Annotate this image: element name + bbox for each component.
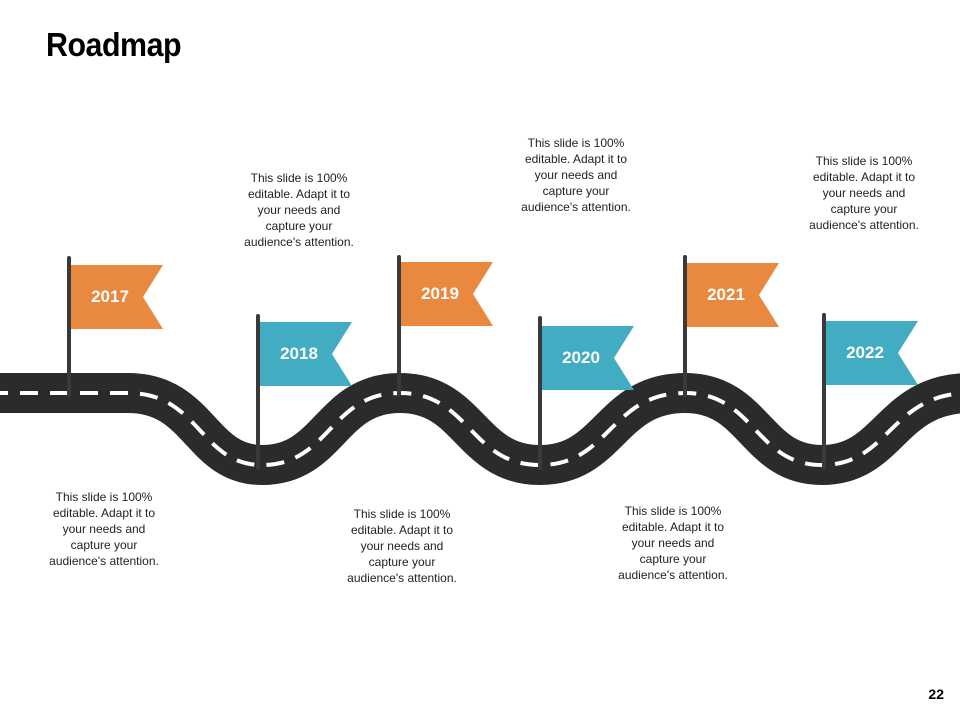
milestone-note-2019: This slide is 100% editable. Adapt it to y… — [327, 506, 477, 586]
note-line: audience's attention. — [618, 568, 728, 582]
milestone-year-2022: 2022 — [846, 343, 884, 362]
flag-banner — [542, 326, 634, 390]
flag-banner — [826, 321, 918, 385]
milestone-note-2022: This slide is 100% editable. Adapt it to y… — [789, 153, 939, 233]
note-line: This slide is 100% — [624, 504, 722, 518]
note-line: capture your — [830, 202, 898, 216]
flag-banner — [71, 265, 163, 329]
note-line: This slide is 100% — [250, 171, 348, 185]
page-title: Roadmap — [46, 26, 182, 63]
note-line: This slide is 100% — [815, 154, 913, 168]
note-line: capture your — [265, 219, 333, 233]
flag-banner — [687, 263, 779, 327]
note-line: audience's attention. — [347, 571, 457, 585]
note-line: This slide is 100% — [353, 507, 451, 521]
note-line: your needs and — [534, 168, 618, 182]
note-line: capture your — [542, 184, 610, 198]
note-line: capture your — [639, 552, 707, 566]
note-line: audience's attention. — [521, 200, 631, 214]
road — [0, 373, 960, 485]
note-line: your needs and — [631, 536, 715, 550]
note-line: audience's attention. — [49, 554, 159, 568]
note-line: audience's attention. — [244, 235, 354, 249]
note-line: audience's attention. — [809, 218, 919, 232]
note-line: capture your — [70, 538, 138, 552]
milestone-note-2020: This slide is 100% editable. Adapt it to y… — [501, 135, 651, 215]
note-line: editable. Adapt it to — [812, 170, 916, 184]
note-line: your needs and — [62, 522, 146, 536]
milestone-flag-2022 — [822, 313, 918, 470]
milestone-year-2020: 2020 — [562, 348, 600, 367]
note-line: editable. Adapt it to — [621, 520, 725, 534]
milestone-flag-2021 — [683, 255, 779, 397]
page-number: 22 — [928, 686, 944, 702]
note-line: This slide is 100% — [527, 136, 625, 150]
flag-banner — [401, 262, 493, 326]
note-line: editable. Adapt it to — [247, 187, 351, 201]
note-line: your needs and — [822, 186, 906, 200]
milestone-year-2018: 2018 — [280, 344, 318, 363]
milestone-flag-2017 — [67, 256, 163, 397]
note-line: editable. Adapt it to — [52, 506, 156, 520]
milestone-note-2018: This slide is 100% editable. Adapt it to y… — [224, 170, 374, 250]
milestone-flag-2019 — [397, 255, 493, 397]
milestone-year-2021: 2021 — [707, 285, 745, 304]
milestone-flag-2020 — [538, 316, 634, 470]
milestone-flag-2018 — [256, 314, 352, 470]
note-line: This slide is 100% — [55, 490, 153, 504]
note-line: editable. Adapt it to — [524, 152, 628, 166]
flag-banner — [260, 322, 352, 386]
milestone-year-2019: 2019 — [421, 284, 459, 303]
note-line: editable. Adapt it to — [350, 523, 454, 537]
road-center-line — [0, 390, 960, 468]
note-line: capture your — [368, 555, 436, 569]
milestone-note-2017: This slide is 100% editable. Adapt it to y… — [29, 489, 179, 569]
milestone-year-2017: 2017 — [91, 287, 129, 306]
note-line: your needs and — [360, 539, 444, 553]
milestone-note-2021: This slide is 100% editable. Adapt it to y… — [598, 503, 748, 583]
note-line: your needs and — [257, 203, 341, 217]
